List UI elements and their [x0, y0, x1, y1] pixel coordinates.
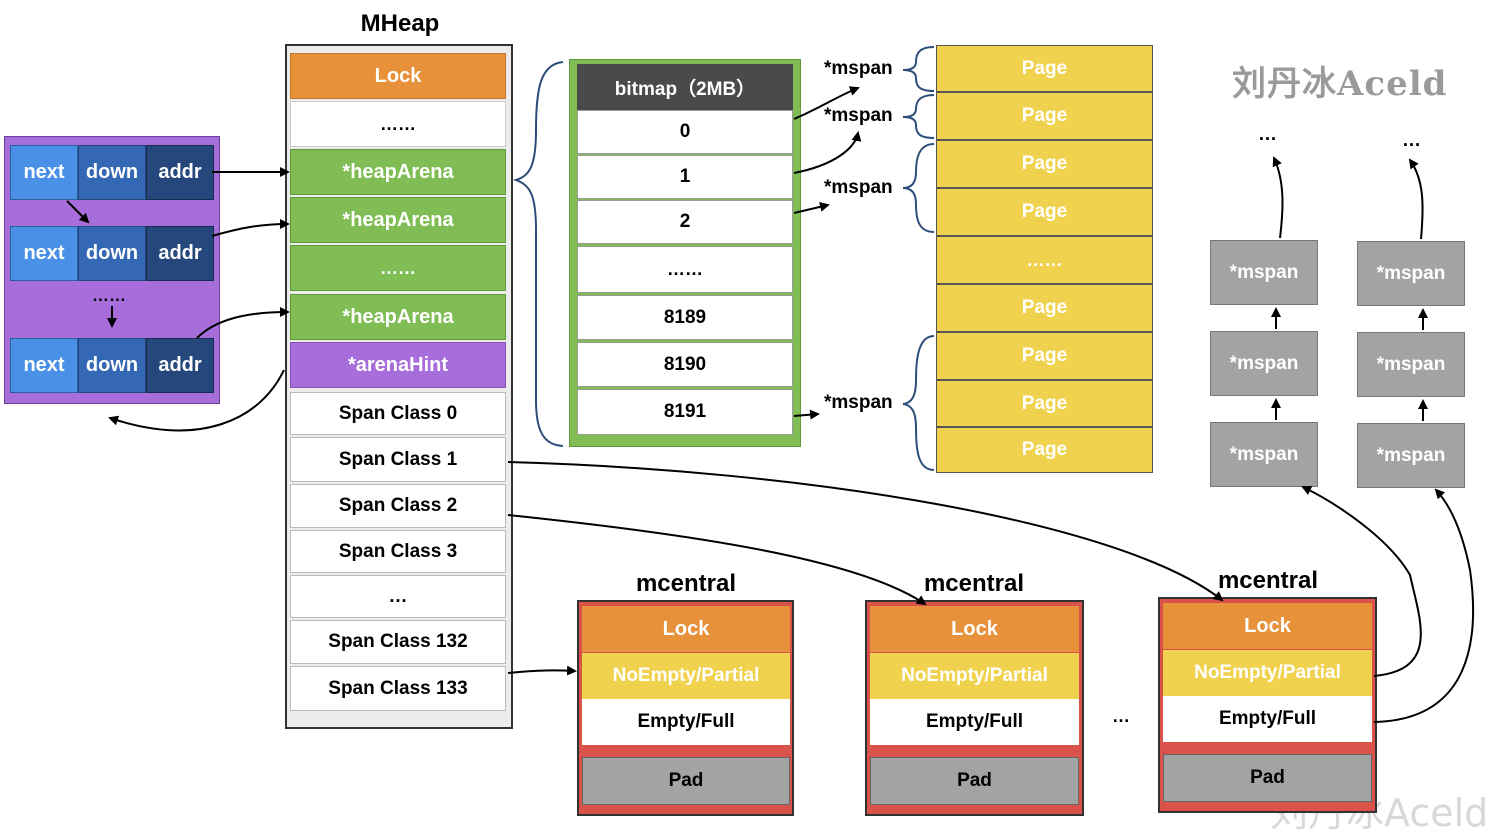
- addr-field: addr: [146, 226, 214, 281]
- mspan-label-1: *mspan: [824, 58, 893, 79]
- mspan-label-3: *mspan: [824, 177, 893, 198]
- arrow-bitmap-2: [793, 201, 830, 214]
- down-field: down: [78, 338, 146, 393]
- arena-brace: [512, 61, 564, 447]
- span-class-132: Span Class 132: [290, 620, 506, 664]
- gray-mspan: *mspan: [1357, 332, 1465, 397]
- mspan-label-4: *mspan: [824, 392, 893, 413]
- arrow-bitmap-8191: [793, 409, 820, 420]
- arrow-bitmap-0: [793, 86, 860, 120]
- bitmap-cell-1: 1: [577, 155, 793, 199]
- arrow-empty-to-col2: [1373, 488, 1475, 723]
- span-class-2: Span Class 2: [290, 484, 506, 528]
- heap-arena-2: *heapArena: [290, 197, 506, 243]
- mcentral-pad: Pad: [870, 757, 1079, 805]
- page: Page: [936, 188, 1153, 236]
- gray-mspan: *mspan: [1210, 422, 1318, 487]
- mcentral-empty-list: Empty/Full: [582, 699, 790, 745]
- bitmap-cell-2: 2: [577, 200, 793, 244]
- bitmap-cell-8190: 8190: [577, 342, 793, 387]
- mcentral-nonempty-list: NoEmpty/Partial: [870, 653, 1079, 699]
- page-brace-1: [902, 46, 935, 92]
- bitmap-cell-dots: ……: [577, 246, 793, 293]
- page: Page: [936, 140, 1153, 188]
- arrow-col2-up-3: [1408, 158, 1424, 240]
- heap-arena-1: *heapArena: [290, 149, 506, 195]
- span-class-0: Span Class 0: [290, 392, 506, 435]
- arrow-addr-to-arena-3: [196, 307, 290, 339]
- bitmap-cell-8189: 8189: [577, 295, 793, 340]
- page-brace-4: [902, 335, 935, 471]
- span-class-dots: …: [290, 575, 506, 618]
- down-field: down: [78, 145, 146, 200]
- page: Page: [936, 92, 1153, 140]
- span-class-1: Span Class 1: [290, 437, 506, 482]
- mcentral-lock: Lock: [870, 606, 1079, 652]
- page-brace-3: [902, 143, 935, 233]
- span-class-3: Span Class 3: [290, 530, 506, 573]
- arrow-spanclass-133: [507, 665, 577, 676]
- addr-field: addr: [146, 338, 214, 393]
- mcentral-empty-list: Empty/Full: [870, 699, 1079, 745]
- mcentral-pad: Pad: [1163, 754, 1372, 802]
- next-field: next: [10, 145, 78, 200]
- gray-mspan: *mspan: [1357, 423, 1465, 488]
- mcentral-empty-list: Empty/Full: [1163, 696, 1372, 742]
- bitmap-cell-0: 0: [577, 110, 793, 154]
- bitmap-header: bitmap（2MB）: [577, 64, 793, 110]
- mcentral-title: mcentral: [635, 570, 737, 597]
- arrow-arenahint-to-list: [108, 369, 285, 432]
- arrow-addr-to-arena-2: [211, 219, 290, 237]
- watermark: 刘丹冰Aceld: [1232, 64, 1448, 104]
- gray-mspan: *mspan: [1357, 241, 1465, 306]
- arrow-next-down: [66, 200, 90, 224]
- heap-arena-3: *heapArena: [290, 294, 506, 340]
- page: Page: [936, 332, 1153, 380]
- mcentral-dots: …: [1112, 706, 1130, 726]
- bitmap-cell-8191: 8191: [577, 389, 793, 435]
- mcentral-lock: Lock: [582, 606, 790, 652]
- arrow-col1-up-3: [1272, 156, 1284, 239]
- hint-row-2: next down addr: [10, 226, 214, 281]
- gray-col2-dots: …: [1402, 130, 1421, 151]
- gray-col1-dots: …: [1258, 124, 1277, 145]
- arrow-nonempty-to-col1: [1301, 486, 1422, 677]
- arrow-bitmap-1: [793, 131, 862, 174]
- mheap-title: MHeap: [360, 10, 440, 37]
- arrow-spanclass-2: [507, 514, 927, 606]
- span-class-133: Span Class 133: [290, 666, 506, 711]
- hint-row-3: next down addr: [10, 338, 214, 393]
- mcentral-lock: Lock: [1163, 603, 1372, 649]
- down-field: down: [78, 226, 146, 281]
- mcentral-title: mcentral: [923, 570, 1025, 597]
- gray-mspan: *mspan: [1210, 331, 1318, 396]
- mheap-dots: ……: [290, 101, 506, 147]
- mcentral-nonempty-list: NoEmpty/Partial: [582, 653, 790, 699]
- addr-field: addr: [146, 145, 214, 200]
- page: Page: [936, 380, 1153, 427]
- arena-hint: *arenaHint: [290, 342, 506, 388]
- hint-row-1: next down addr: [10, 145, 214, 200]
- page: Page: [936, 284, 1153, 332]
- hint-list-dots: ……: [92, 286, 126, 305]
- mheap-lock: Lock: [290, 53, 506, 99]
- mcentral-title: mcentral: [1217, 567, 1319, 594]
- page: Page: [936, 427, 1153, 473]
- arrow-spanclass-1: [507, 461, 1224, 602]
- page-dots: ……: [936, 236, 1153, 284]
- mcentral-pad: Pad: [582, 757, 790, 805]
- mcentral-nonempty-list: NoEmpty/Partial: [1163, 650, 1372, 696]
- next-field: next: [10, 338, 78, 393]
- next-field: next: [10, 226, 78, 281]
- page-brace-2: [902, 94, 935, 139]
- gray-mspan: *mspan: [1210, 240, 1318, 305]
- page: Page: [936, 45, 1153, 92]
- heap-arena-dots: ……: [290, 245, 506, 291]
- mspan-label-2: *mspan: [824, 105, 893, 126]
